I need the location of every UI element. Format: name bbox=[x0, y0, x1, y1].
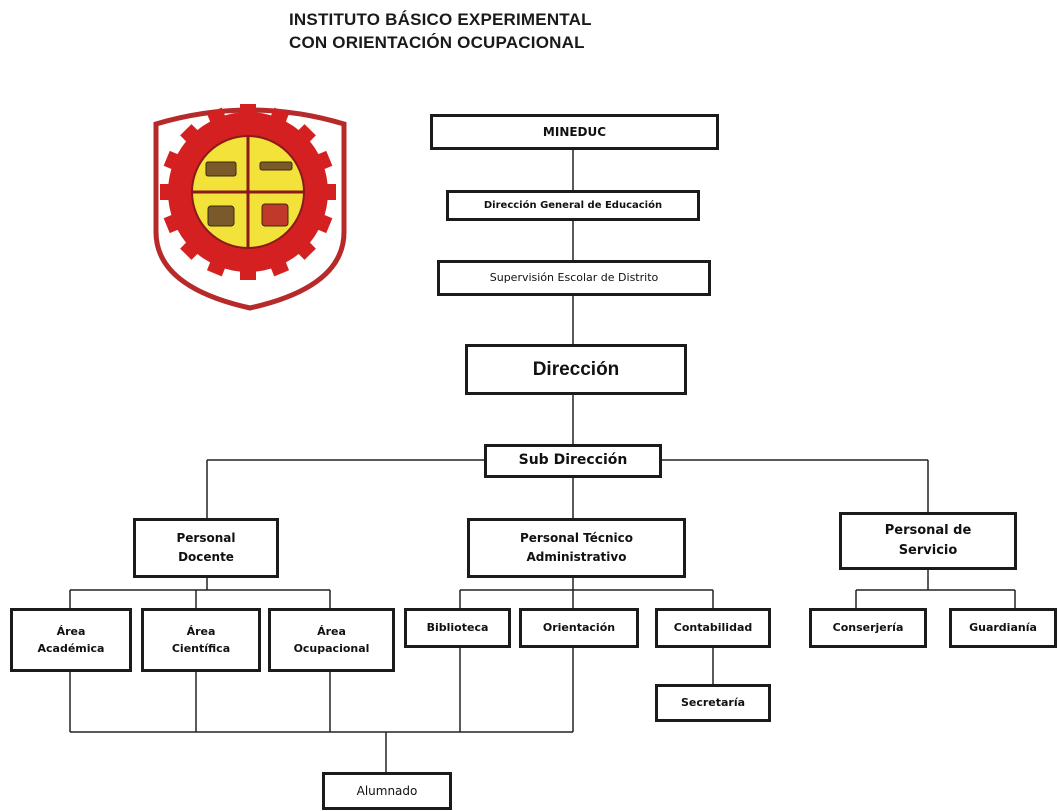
node-guardiania-label: Guardianía bbox=[969, 621, 1037, 635]
node-conserjeria: Conserjería bbox=[809, 608, 927, 648]
node-area-cientifica-label: Área Científica bbox=[171, 624, 231, 655]
node-area-academica: Área Académica bbox=[10, 608, 132, 672]
node-personal-docente-label: Personal Docente bbox=[176, 531, 236, 564]
node-direccion: Dirección bbox=[465, 344, 687, 395]
node-personal-docente: Personal Docente bbox=[133, 518, 279, 578]
node-direccion-general-label: Dirección General de Educación bbox=[483, 199, 663, 211]
node-personal-tecnico: Personal Técnico Administrativo bbox=[467, 518, 686, 578]
node-mineduc-label: MINEDUC bbox=[542, 124, 607, 139]
node-area-ocupacional-label: Área Ocupacional bbox=[293, 624, 370, 655]
node-personal-tecnico-label: Personal Técnico Administrativo bbox=[519, 531, 634, 564]
node-orientacion-label: Orientación bbox=[542, 621, 616, 635]
node-biblioteca: Biblioteca bbox=[404, 608, 511, 648]
node-sub-direccion-label: Sub Dirección bbox=[518, 452, 628, 469]
tools-icon bbox=[205, 161, 293, 227]
institution-title: INSTITUTO BÁSICO EXPERIMENTAL CON ORIENT… bbox=[289, 8, 592, 54]
title-line-1: INSTITUTO BÁSICO EXPERIMENTAL bbox=[289, 10, 592, 29]
node-guardiania: Guardianía bbox=[949, 608, 1057, 648]
node-mineduc: MINEDUC bbox=[430, 114, 719, 150]
node-alumnado-label: Alumnado bbox=[356, 783, 418, 798]
node-supervision-label: Supervisión Escolar de Distrito bbox=[489, 271, 659, 285]
title-line-2: CON ORIENTACIÓN OCUPACIONAL bbox=[289, 33, 585, 52]
school-emblem-logo bbox=[153, 104, 347, 311]
node-contabilidad: Contabilidad bbox=[655, 608, 771, 648]
node-area-academica-label: Área Académica bbox=[37, 624, 105, 655]
node-area-ocupacional: Área Ocupacional bbox=[268, 608, 395, 672]
node-secretaria: Secretaría bbox=[655, 684, 771, 722]
node-secretaria-label: Secretaría bbox=[680, 696, 746, 710]
node-contabilidad-label: Contabilidad bbox=[673, 621, 753, 635]
node-personal-servicio: Personal de Servicio bbox=[839, 512, 1017, 570]
node-area-cientifica: Área Científica bbox=[141, 608, 261, 672]
node-sub-direccion: Sub Dirección bbox=[484, 444, 662, 478]
node-orientacion: Orientación bbox=[519, 608, 639, 648]
node-biblioteca-label: Biblioteca bbox=[426, 621, 489, 635]
node-personal-servicio-label: Personal de Servicio bbox=[884, 522, 972, 558]
node-alumnado: Alumnado bbox=[322, 772, 452, 810]
node-direccion-label: Dirección bbox=[532, 358, 620, 380]
node-conserjeria-label: Conserjería bbox=[832, 621, 904, 635]
node-supervision: Supervisión Escolar de Distrito bbox=[437, 260, 711, 296]
node-direccion-general: Dirección General de Educación bbox=[446, 190, 700, 221]
